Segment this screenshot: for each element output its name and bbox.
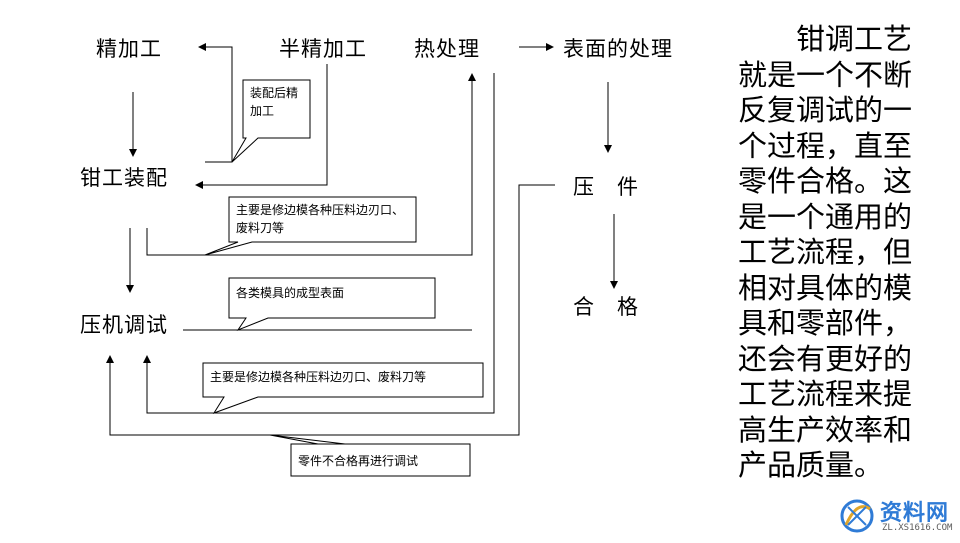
- node-press-debugging: 压机调试: [80, 313, 168, 337]
- arrow-part-to-press: [106, 184, 555, 436]
- arrow-semifinishing-to-assembly: [195, 64, 328, 189]
- callout-bubble-retest: [269, 434, 471, 477]
- node-fitter-assembly: 钳工装配: [80, 166, 168, 190]
- side-description: 钳调工艺就是一个不断反复调试的一个过程，直至零件合格。这是一个通用的工艺流程，但…: [738, 22, 913, 482]
- callout-bubble-surfaces: [228, 277, 436, 332]
- callout-trim-edges-1: 主要是修边模各种压料边刃口、废料刀等: [236, 203, 405, 235]
- node-finishing: 精加工: [96, 37, 162, 61]
- arrow-heat-to-press: [143, 73, 495, 414]
- callout-bubble-trim-1: [204, 196, 417, 256]
- callout-retest: 零件不合格再进行调试: [298, 454, 419, 468]
- watermark-url: ZL.XS1616.COM: [882, 523, 953, 533]
- node-qualified: 合 格: [573, 295, 639, 319]
- callout-bubble-post-assembly: [231, 79, 311, 163]
- callout-mold-surfaces: 各类模具的成型表面: [236, 286, 345, 300]
- watermark-logo: 资料网 ZL.XS1616.COM: [836, 495, 956, 539]
- arrow-assembly-to-finishing: [198, 43, 233, 163]
- callout-bubble-trim-2: [202, 362, 484, 414]
- watermark-swirl-icon: [840, 499, 874, 533]
- callout-trim-edges-2: 主要是修边模各种压料边刃口、废料刀等: [210, 370, 427, 384]
- callout-post-assembly-finishing: 装配后精加工: [250, 86, 299, 118]
- node-heat-treatment: 热处理: [414, 37, 480, 61]
- node-semi-finishing: 半精加工: [279, 37, 367, 61]
- node-surface-treatment: 表面的处理: [563, 37, 673, 61]
- node-press-part: 压 件: [573, 175, 639, 199]
- watermark-text: 资料网: [880, 501, 950, 526]
- arrow-assembly-to-heat: [146, 73, 476, 256]
